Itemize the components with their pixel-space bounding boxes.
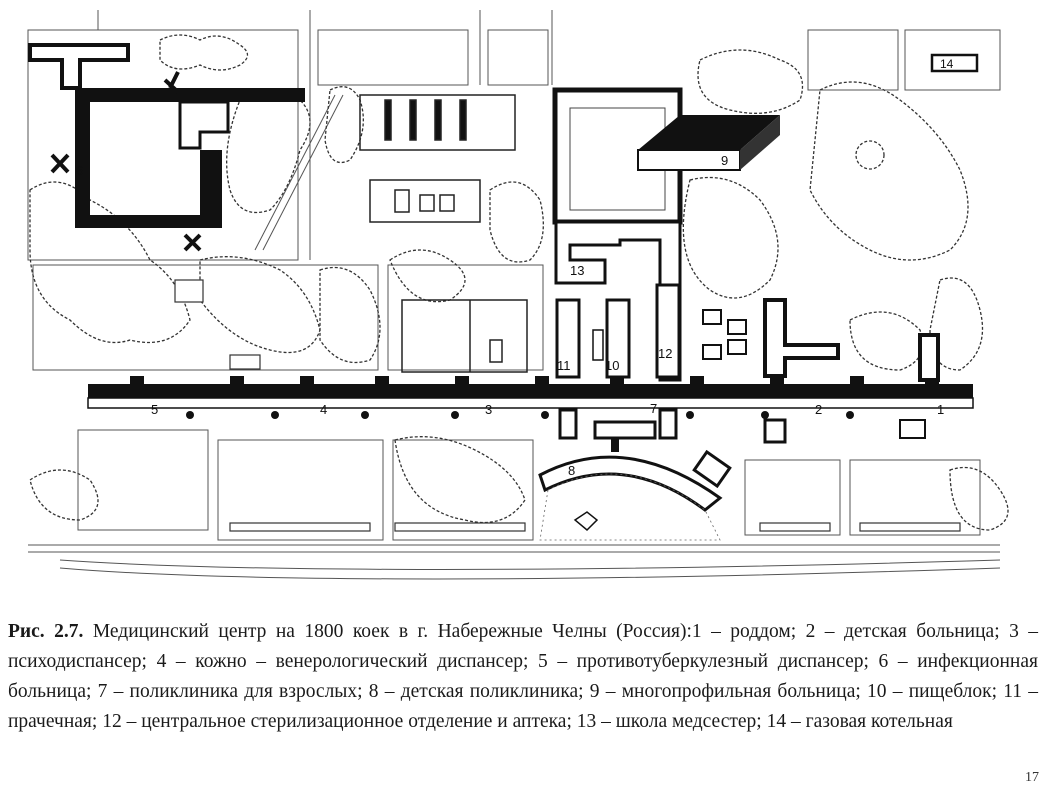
label-7: 7 <box>650 401 657 416</box>
building-2-wings <box>702 298 940 444</box>
label-8: 8 <box>568 463 575 478</box>
figure-caption-text: Медицинский центр на 1800 коек в г. Набе… <box>8 621 1038 732</box>
label-5: 5 <box>151 402 158 417</box>
main-spine <box>87 376 974 419</box>
building-6-infectious-hospital: 6 <box>28 43 305 252</box>
street-grid <box>27 10 1001 580</box>
page-number: 17 <box>1025 770 1039 785</box>
label-2: 2 <box>815 402 822 417</box>
building-9-multiprofile-hospital: 9 <box>552 87 780 225</box>
figure-prefix: Рис. 2.7. <box>8 621 84 642</box>
lower-blocks <box>174 279 961 532</box>
label-6: 6 <box>76 163 83 178</box>
label-4: 4 <box>320 402 327 417</box>
label-10: 10 <box>605 358 619 373</box>
label-1: 1 <box>937 402 944 417</box>
building-14-gas-boiler: 14 <box>930 53 979 73</box>
label-12: 12 <box>658 346 672 361</box>
label-13: 13 <box>570 263 584 278</box>
service-buildings: 13 12 11 10 <box>554 220 682 382</box>
label-3: 3 <box>485 402 492 417</box>
site-plan: 6 9 13 12 11 10 <box>27 10 1009 580</box>
figure-caption: Рис. 2.7. Медицинский центр на 1800 коек… <box>8 617 1038 737</box>
central-blocks <box>359 94 528 373</box>
label-9: 9 <box>721 153 728 168</box>
label-11: 11 <box>557 358 571 373</box>
label-14: 14 <box>940 57 954 71</box>
building-7-8-polyclinics: 7 8 <box>538 401 732 541</box>
